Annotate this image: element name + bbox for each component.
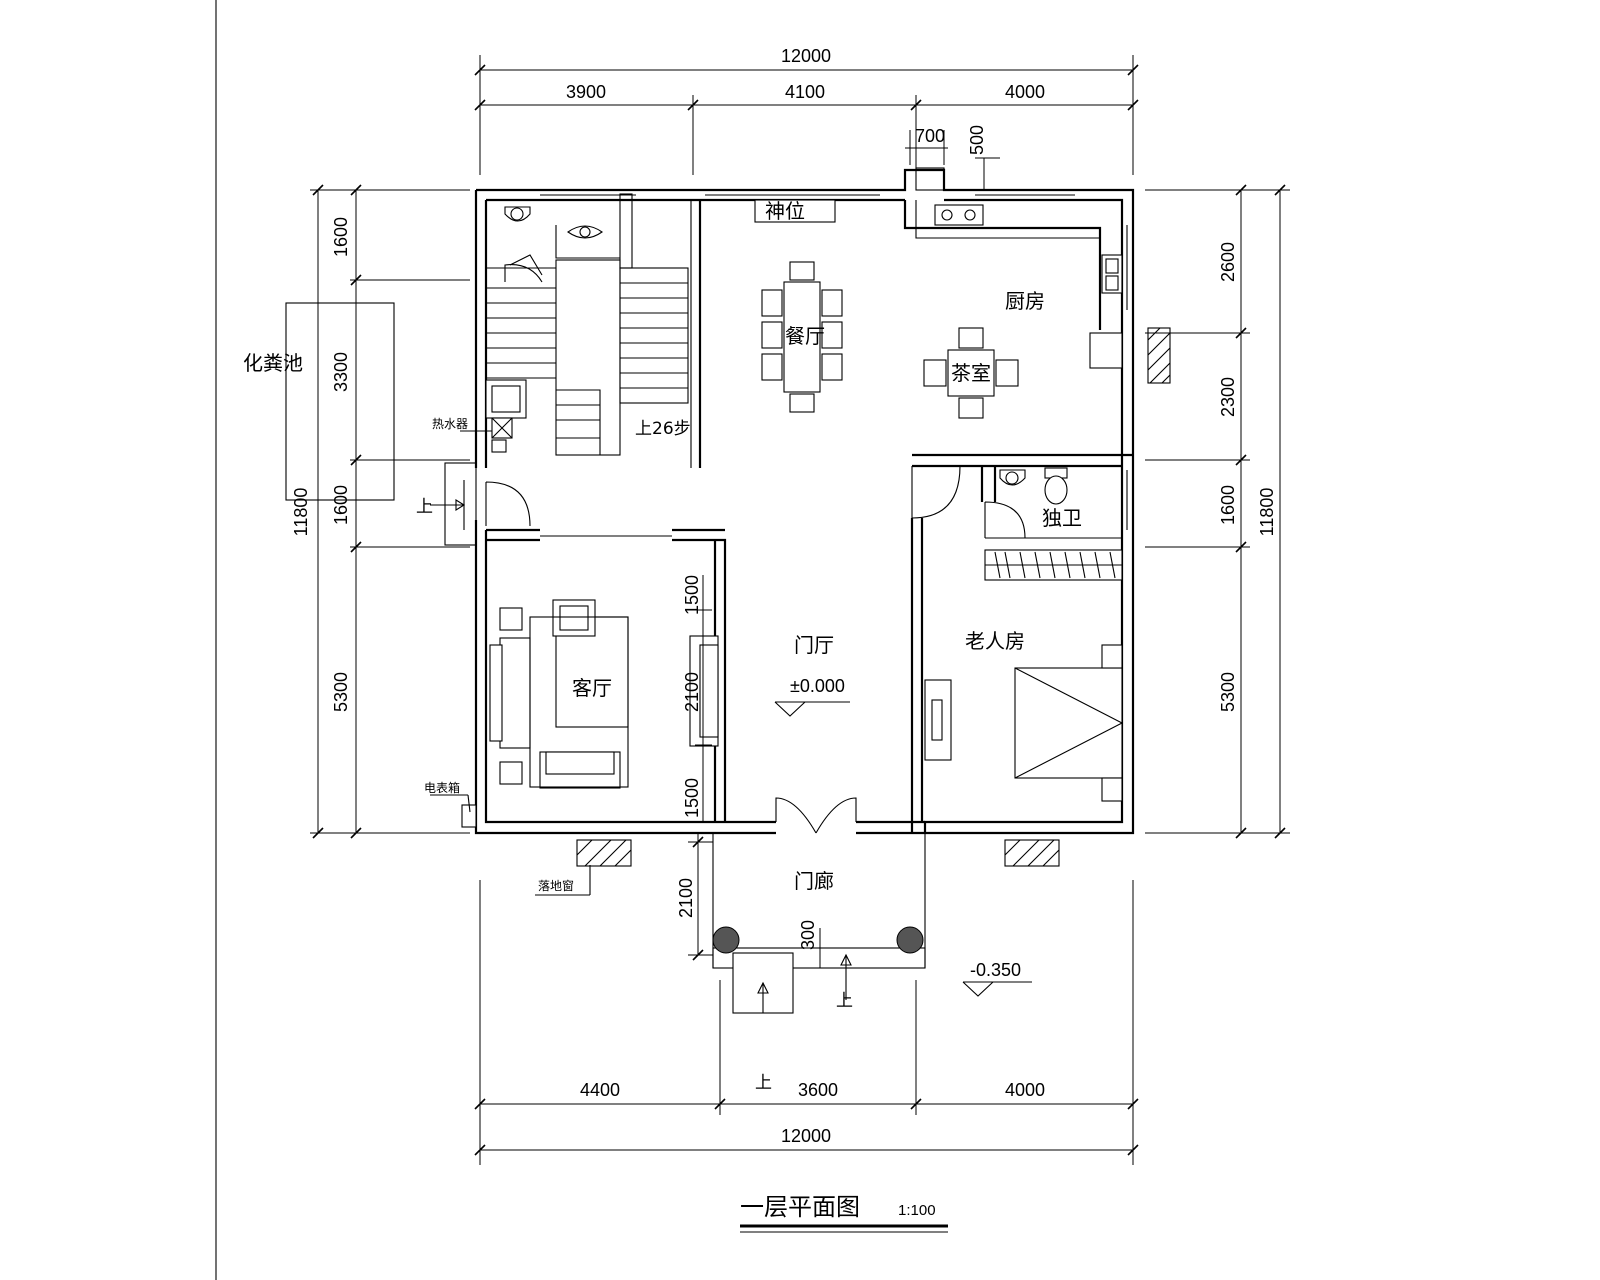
kitchen-label: 厨房: [1005, 289, 1045, 313]
dim-porch-depth: 2100: [676, 878, 696, 918]
hall-label: 门厅: [794, 633, 834, 657]
elder-room-tv-cabinet: [924, 679, 952, 761]
porch-depth-dimension: [688, 833, 713, 961]
dim-left-total: 11800: [291, 488, 311, 537]
hall-level-label: ±0.000: [790, 676, 845, 696]
porch-label: 门廊: [794, 869, 834, 893]
right-dimension-chain: [1145, 184, 1290, 839]
front-up-label: 上: [755, 1073, 772, 1093]
water-heater-label: 热水器: [432, 417, 468, 431]
living-room-tv-cabinet: [689, 635, 719, 747]
hall-dimension-chain: [695, 575, 712, 822]
chimney-box: [915, 167, 945, 191]
dim-right-seg-2: 2300: [1218, 377, 1238, 417]
septic-tank-outline: [285, 302, 395, 501]
bottom-dimension-chain: [474, 880, 1139, 1165]
dim-top-seg-3: 4000: [1005, 82, 1045, 102]
wardrobe: [984, 549, 1123, 581]
dim-bottom-seg-3: 4000: [1005, 1080, 1045, 1100]
meter-box-symbol: [430, 794, 477, 828]
dim-right-seg-4: 5300: [1218, 672, 1238, 712]
bathroom-fixtures: [984, 467, 1128, 539]
top-wc-fixtures: [504, 206, 620, 283]
water-heater-symbol: [460, 417, 513, 453]
dim-left-seg-1: 1600: [331, 217, 351, 257]
interior-walls: [486, 200, 1133, 833]
living-room-sofas: [489, 599, 629, 789]
elder-room-bed: [1014, 644, 1124, 802]
dim-bottom-total: 12000: [781, 1126, 831, 1146]
tea-room-label: 茶室: [951, 361, 991, 385]
side-entry-up-label: 上: [416, 497, 433, 517]
stairs-up-label: 上26步: [635, 419, 691, 439]
dim-left-seg-2: 3300: [331, 352, 351, 392]
shrine-label: 神位: [765, 199, 805, 223]
dim-left-seg-4: 5300: [331, 672, 351, 712]
dining-table: [761, 261, 843, 413]
dim-chimney-width: 700: [915, 126, 945, 146]
dim-hall-seg-3: 1500: [682, 778, 702, 818]
porch-level-label: -0.350: [970, 960, 1021, 980]
french-window-label: 落地窗: [538, 879, 574, 893]
tea-table: [923, 327, 1019, 419]
staircase: [485, 193, 689, 456]
bedroom-door-swing: [911, 465, 961, 519]
kitchen-fixtures: [934, 204, 1128, 369]
elder-room-label: 老人房: [965, 629, 1025, 653]
chimney-dimensions: [905, 130, 1000, 190]
top-dimension-chain: [474, 55, 1139, 175]
septic-tank-label: 化粪池: [243, 351, 303, 375]
drawing-title: 一层平面图: [740, 1193, 860, 1221]
shrine-table: [754, 199, 836, 223]
dim-hall-seg-1: 1500: [682, 575, 702, 615]
bathroom-label: 独卫: [1042, 506, 1082, 530]
drawing-scale: 1:100: [898, 1202, 936, 1219]
dim-top-seg-2: 4100: [785, 82, 825, 102]
dim-top-seg-1: 3900: [566, 82, 606, 102]
dim-left-seg-3: 1600: [331, 485, 351, 525]
dim-right-total: 11800: [1257, 488, 1277, 537]
porch-structure: [712, 833, 926, 1014]
living-room-label: 客厅: [572, 676, 612, 700]
main-entry-doors: [775, 797, 857, 834]
dim-hall-seg-2: 2100: [682, 672, 702, 712]
porch-column-left: [712, 926, 740, 954]
dim-bottom-seg-1: 4400: [580, 1080, 620, 1100]
dim-bottom-seg-2: 3600: [798, 1080, 838, 1100]
dim-chimney-depth: 500: [967, 125, 987, 155]
dining-label: 餐厅: [785, 324, 825, 348]
dim-top-total: 12000: [781, 46, 831, 66]
dim-right-seg-1: 2600: [1218, 242, 1238, 282]
porch-column-right: [896, 926, 924, 954]
dim-right-seg-3: 1600: [1218, 485, 1238, 525]
hall-level-marker: [774, 701, 850, 717]
side-entry-door: [430, 462, 531, 546]
hatched-piers: [576, 327, 1171, 867]
porch-up-label: 上: [836, 991, 853, 1011]
meter-box-label: 电表箱: [424, 780, 460, 795]
dim-porch-step: 300: [798, 920, 818, 950]
left-dimension-chain: [310, 184, 470, 839]
porch-level-marker: [962, 981, 1032, 997]
